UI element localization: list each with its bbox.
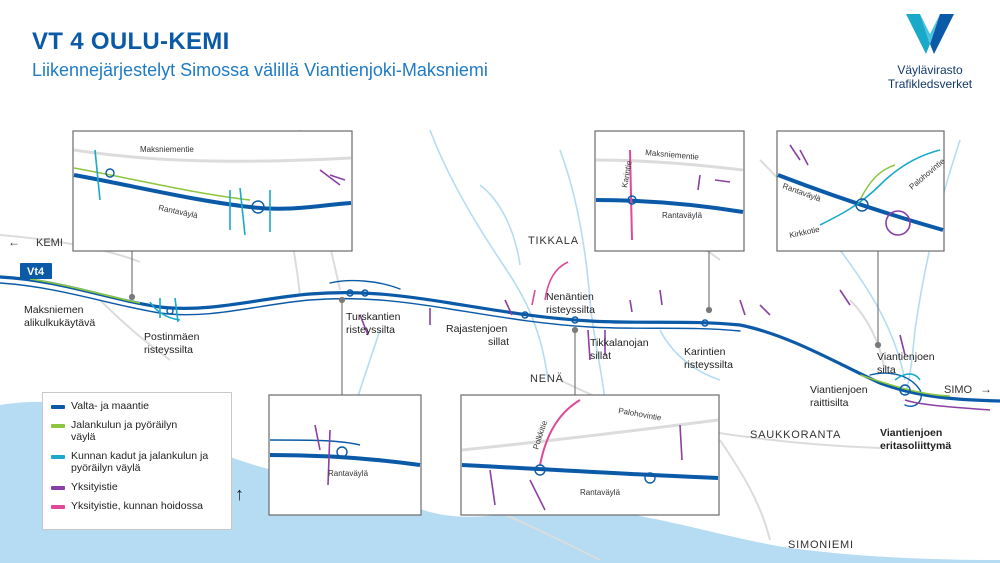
east-arrow: →: [980, 382, 992, 396]
sea-area: [0, 401, 1000, 563]
label-tikkalanojan-2: sillat: [590, 350, 611, 362]
municipal-streets: [149, 297, 921, 381]
legend-swatch: [51, 405, 65, 409]
label-viantienjoen-raitti-2: raittisilta: [810, 397, 849, 409]
legend-swatch: [51, 455, 65, 459]
legend: Valta- ja maantie Jalankulun ja pyöräily…: [42, 392, 232, 530]
label-viantienjoen-eritaso-1: Viantienjoen: [880, 427, 942, 439]
label-nenantien-1: Nenäntien: [546, 291, 594, 303]
private-municipal-roads: [531, 261, 569, 306]
logo-line2: Trafikledsverket: [887, 77, 973, 91]
place-nena: NENÄ: [530, 373, 564, 385]
label-turskantien-1: Turskantien: [346, 311, 401, 323]
inset-viantienjoki: Rantaväylä Palohovintie Kirkkotie: [776, 130, 947, 252]
private-roads: [359, 289, 991, 411]
inset-turskanti-road1: Rantaväylä: [328, 469, 369, 478]
rivers: [349, 129, 961, 421]
place-simoniemi: SIMONIEMI: [788, 539, 854, 551]
label-nenantien-2: risteyssilta: [546, 304, 595, 316]
place-tikkala: TIKKALA: [528, 235, 579, 247]
inset-maksniemi: Maksniementie Rantaväylä: [72, 130, 353, 252]
label-viantienjoen-raitti-1: Viantienjoen: [810, 384, 868, 396]
structure-labels: Maksniemen alikulkukäytävä Postinmäen ri…: [24, 291, 951, 452]
junction-markers: [166, 289, 911, 396]
inset-nenantie: Palohovintie Rantaväylä Polkkitie: [460, 394, 720, 516]
west-arrow: ←: [8, 235, 20, 249]
label-maksniemen-1: Maksniemen: [24, 304, 84, 316]
north-arrow-icon: ↑: [235, 484, 244, 504]
label-maksniemen-2: alikulkukäytävä: [24, 317, 95, 329]
legend-label: Kunnan kadut ja jalankulun ja pyöräilyn …: [71, 450, 209, 474]
legend-label: Valta- ja maantie: [71, 400, 150, 412]
label-postinmaen-1: Postinmäen: [144, 331, 200, 343]
label-turskantien-2: risteyssilta: [346, 324, 395, 336]
label-viantienjoen-silta-2: silta: [877, 364, 896, 376]
inset-maksniemi-road1: Maksniementie: [140, 145, 194, 154]
legend-swatch: [51, 424, 65, 428]
label-rajastenjoen-2: sillat: [488, 336, 509, 348]
legend-item-pedestrian: Jalankulun ja pyöräilyn väylä: [51, 419, 231, 443]
label-viantienjoen-eritaso-2: eritasoliittymä: [880, 440, 951, 452]
direction-east: SIMO →: [944, 382, 992, 396]
vt4-badge-label: Vt4: [27, 266, 45, 278]
vaylavirasto-v-logo-icon: [906, 14, 954, 54]
page-title: VT 4 OULU-KEMI: [32, 28, 230, 55]
page-subtitle: Liikennejärjestelyt Simossa välillä Vian…: [32, 60, 488, 80]
direction-west: ← KEMI: [8, 235, 63, 249]
legend-item-private-municipal: Yksityistie, kunnan hoidossa: [51, 500, 231, 512]
west-label: KEMI: [36, 237, 63, 249]
legend-swatch: [51, 486, 65, 490]
inset-karintie-road2: Rantaväylä: [662, 211, 703, 220]
vaylavirasto-logo: Väylävirasto Trafikledsverket: [870, 14, 990, 91]
label-tikkalanojan-1: Tikkalanojan: [590, 337, 649, 349]
label-karintien-1: Karintien: [684, 346, 726, 358]
pedestrian-paths: [29, 278, 951, 397]
callout-lines: [128, 251, 882, 395]
legend-item-private: Yksityistie: [51, 481, 231, 493]
label-viantienjoen-silta-1: Viantienjoen: [877, 351, 935, 363]
label-postinmaen-2: risteyssilta: [144, 344, 193, 356]
vt4-badge: Vt4: [20, 263, 52, 279]
legend-item-municipal: Kunnan kadut ja jalankulun ja pyöräilyn …: [51, 450, 231, 474]
logo-line1: Väylävirasto: [897, 63, 963, 77]
north-arrow: ↑: [235, 484, 244, 504]
east-label: SIMO: [944, 384, 973, 396]
legend-item-main-road: Valta- ja maantie: [51, 400, 231, 412]
label-rajastenjoen-1: Rajastenjoen: [446, 323, 507, 335]
inset-turskanti: Rantaväylä: [268, 394, 422, 516]
inset-nenantie-road2: Rantaväylä: [580, 488, 621, 497]
label-karintien-2: risteyssilta: [684, 359, 733, 371]
place-saukkoranta: SAUKKORANTA: [750, 429, 841, 441]
legend-label: Yksityistie: [71, 481, 118, 493]
legend-label: Yksityistie, kunnan hoidossa: [71, 500, 203, 512]
legend-label: Jalankulun ja pyöräilyn väylä: [71, 419, 178, 443]
inset-karintie: Maksniementie Rantaväylä Karintie: [594, 130, 745, 252]
legend-swatch: [51, 505, 65, 509]
